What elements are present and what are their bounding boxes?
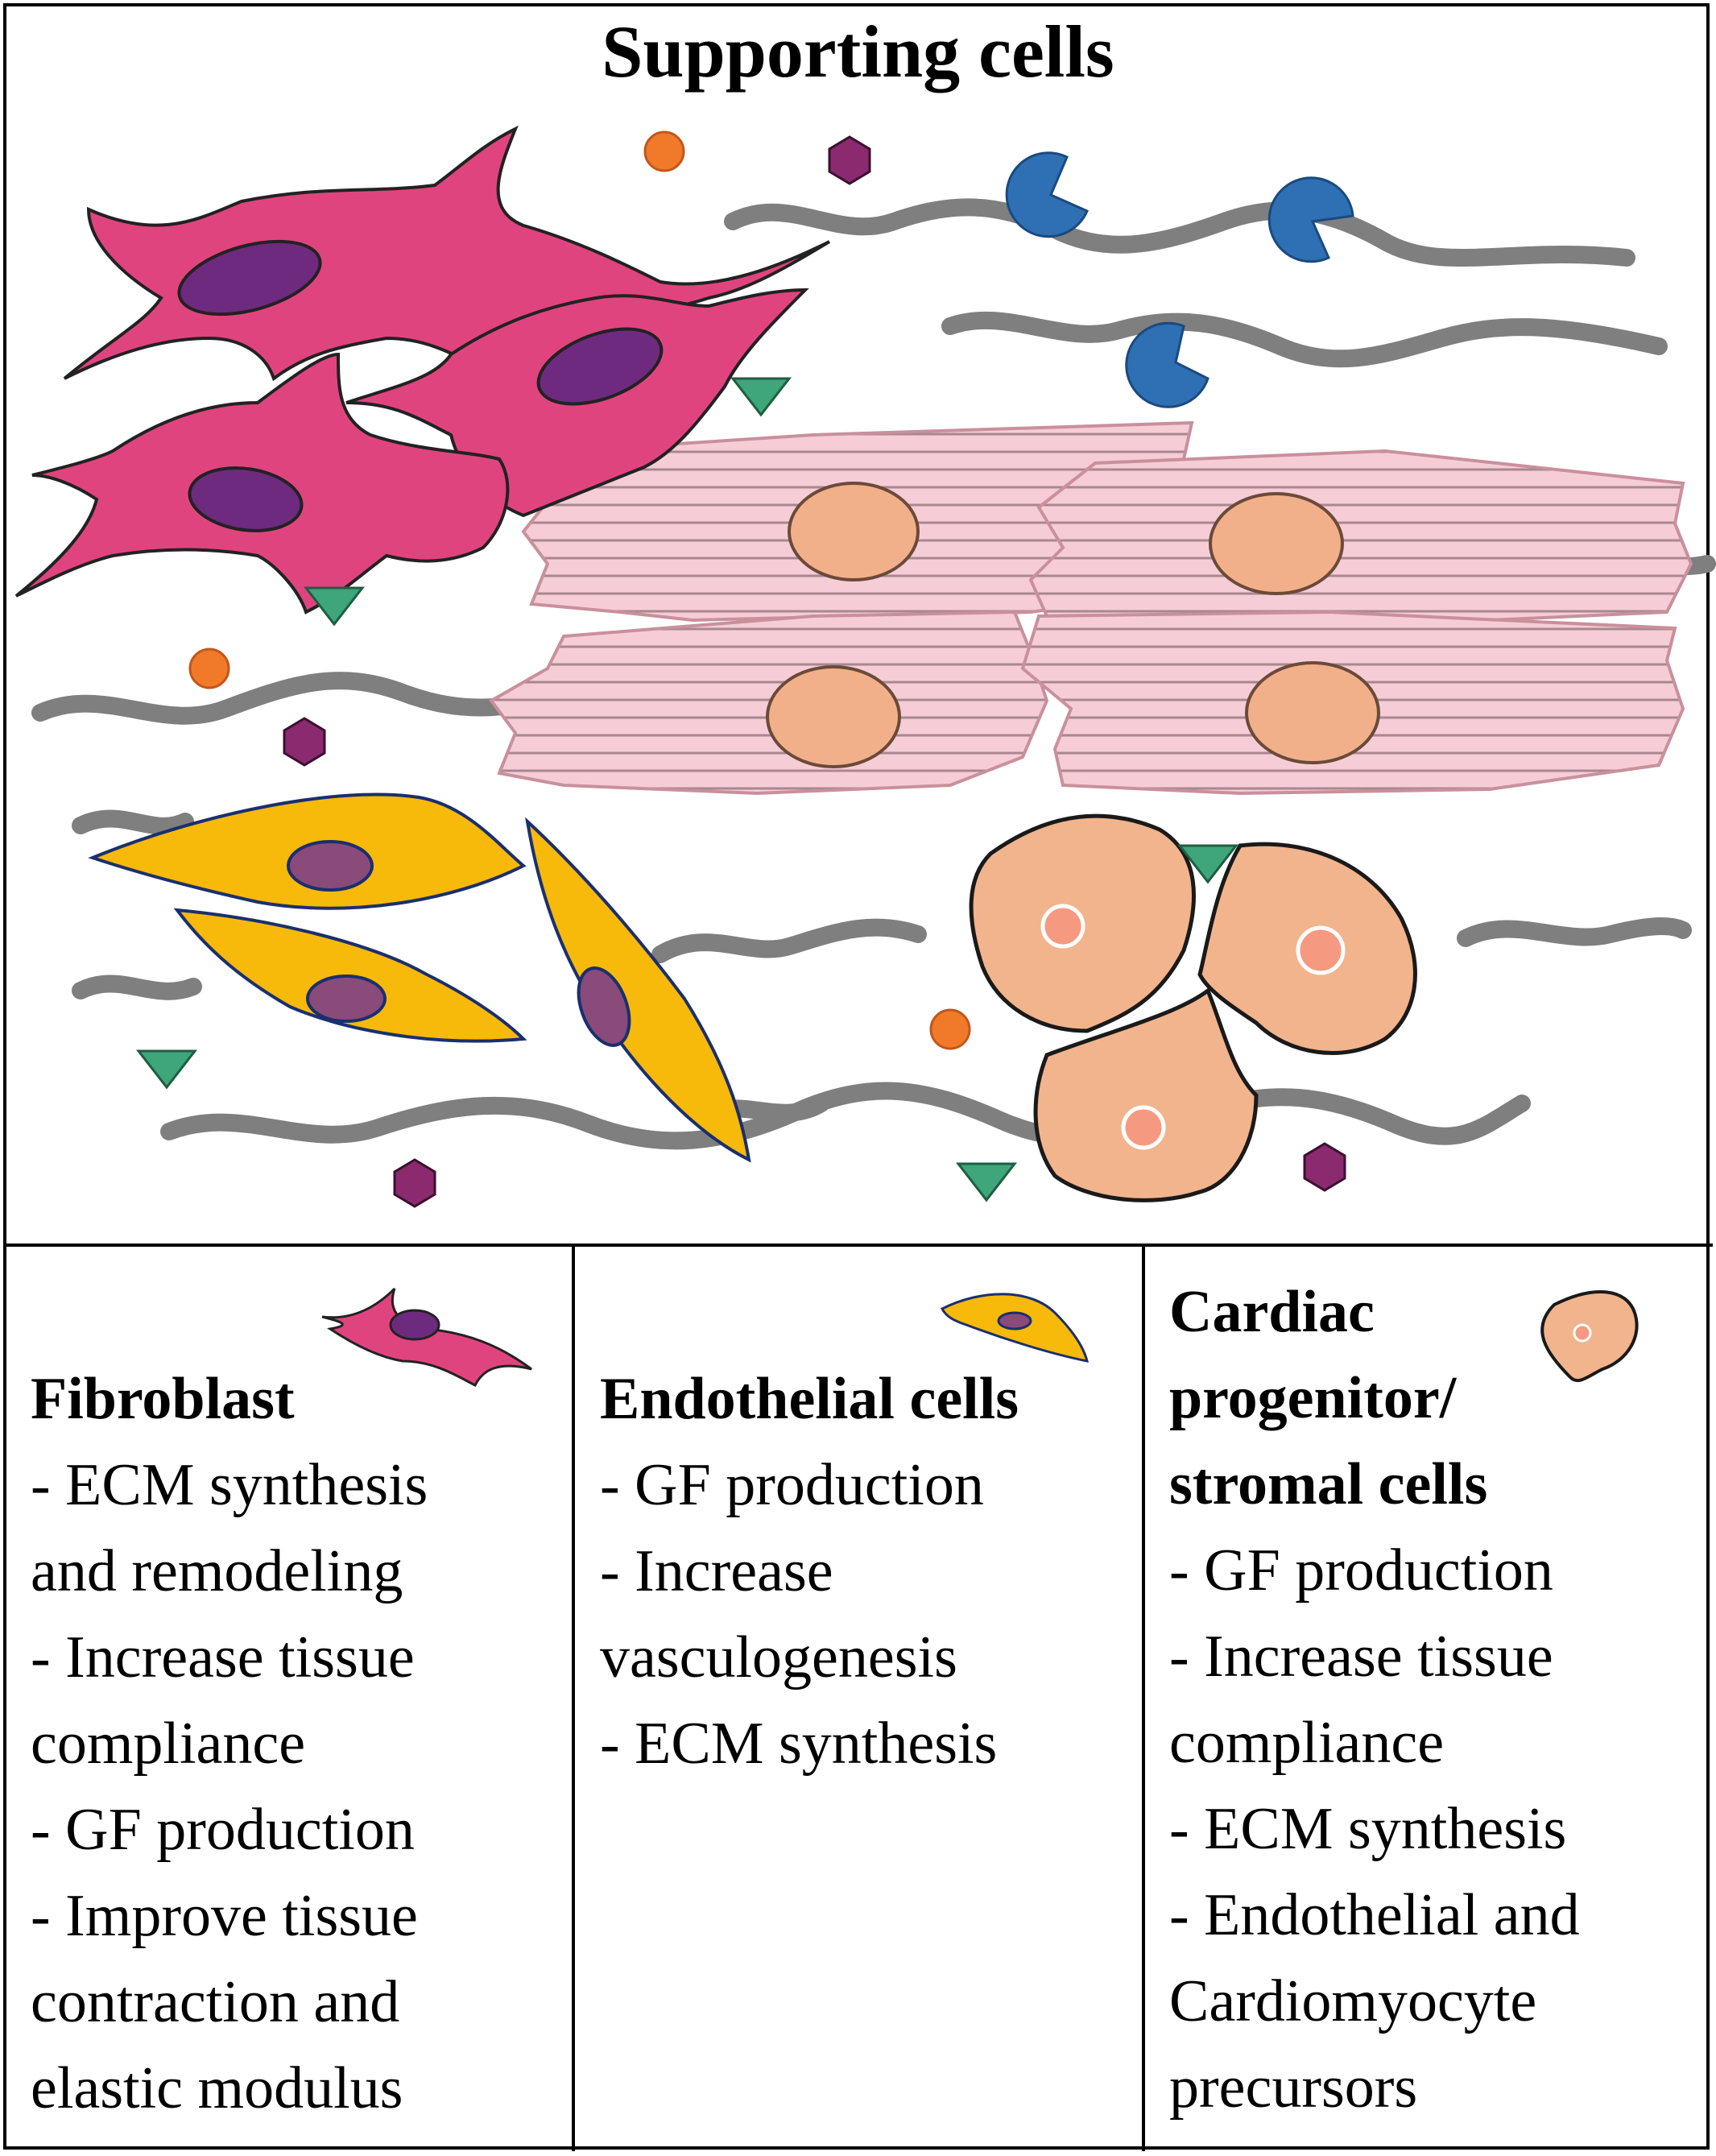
fibroblast-line: elastic modulus bbox=[31, 2055, 403, 2121]
progenitor-line: compliance bbox=[1169, 1710, 1445, 1776]
blue-growth-factor bbox=[1005, 151, 1089, 238]
ecm-fiber bbox=[724, 198, 1635, 267]
purple-molecule bbox=[283, 717, 326, 767]
table-top-border bbox=[3, 1244, 1713, 1247]
progenitor-heading: Cardiac bbox=[1169, 1279, 1375, 1345]
progenitor-heading: progenitor/ bbox=[1169, 1365, 1457, 1431]
fibroblast-line: and remodeling bbox=[31, 1538, 403, 1604]
endothelial-nucleus bbox=[577, 966, 631, 1047]
fibroblast-line: - GF production bbox=[31, 1797, 415, 1863]
cardiomyocyte-nucleus bbox=[766, 665, 901, 768]
endothelial-nucleus bbox=[306, 975, 387, 1023]
fibroblast-line: - Improve tissue bbox=[31, 1883, 418, 1949]
ecm-fiber bbox=[72, 975, 202, 1000]
column-divider bbox=[572, 1245, 575, 2151]
progenitor-line: precursors bbox=[1169, 2055, 1418, 2121]
green-triangle bbox=[135, 1049, 198, 1090]
endothelial-line: - GF production bbox=[600, 1452, 984, 1518]
cardiomyocyte-cluster bbox=[489, 420, 1693, 796]
ecm-fiber bbox=[72, 809, 194, 835]
fibroblast-line: - ECM synthesis bbox=[31, 1452, 428, 1518]
endothelial-cell-icon bbox=[940, 1293, 1090, 1363]
progenitor-line: - Endothelial and bbox=[1169, 1882, 1580, 1948]
orange-molecule bbox=[188, 648, 230, 689]
endothelial-line: vasculogenesis bbox=[600, 1624, 957, 1690]
green-triangle bbox=[955, 1162, 1018, 1202]
cardiomyocyte-cell bbox=[1028, 449, 1693, 622]
cardiomyocyte-nucleus bbox=[788, 482, 920, 581]
fibroblast-line: compliance bbox=[31, 1711, 306, 1777]
blue-growth-factor bbox=[1267, 176, 1354, 263]
ecm-fiber bbox=[31, 672, 589, 725]
endothelial-cell bbox=[525, 817, 751, 1163]
progenitor-nucleus bbox=[1040, 904, 1085, 949]
fibroblast-cluster bbox=[14, 125, 831, 615]
signaling-molecules bbox=[135, 130, 1354, 1208]
endothelial-nucleus bbox=[287, 840, 374, 892]
ecm-fiber bbox=[941, 311, 1668, 368]
purple-molecule bbox=[1303, 1142, 1346, 1192]
progenitor-column: Cardiac progenitor/ stromal cells - GF p… bbox=[1169, 1269, 1709, 2131]
progenitor-line: - Increase tissue bbox=[1169, 1624, 1553, 1690]
figure-title: Supporting cells bbox=[602, 10, 1114, 93]
progenitor-line: - GF production bbox=[1169, 1537, 1553, 1604]
fibroblast-nucleus bbox=[188, 466, 304, 532]
purple-molecule bbox=[393, 1158, 436, 1208]
fibroblast-heading: Fibroblast bbox=[31, 1366, 295, 1432]
green-triangle bbox=[730, 377, 792, 417]
progenitor-line: - ECM synthesis bbox=[1169, 1796, 1567, 1862]
cardiomyocyte-nucleus bbox=[1245, 661, 1380, 764]
green-triangle bbox=[303, 586, 366, 627]
green-triangle bbox=[1176, 844, 1239, 884]
fibroblast-line: - Increase tissue bbox=[31, 1624, 415, 1690]
fibroblast-column: Fibroblast - ECM synthesis and remodelin… bbox=[31, 1356, 562, 2132]
progenitor-cell bbox=[1033, 987, 1259, 1202]
progenitor-cell-icon bbox=[1540, 1290, 1639, 1383]
ecm-fiber bbox=[1457, 917, 1692, 947]
endothelial-line: - ECM synthesis bbox=[600, 1711, 998, 1777]
fibroblast-cell-icon bbox=[321, 1287, 532, 1388]
progenitor-line: Cardiomyocyte bbox=[1169, 1968, 1537, 2034]
endothelial-column: Endothelial cells - GF production - Incr… bbox=[600, 1356, 1131, 1787]
blue-growth-factor bbox=[1125, 321, 1209, 408]
progenitor-nucleus bbox=[1121, 1105, 1166, 1150]
cardiomyocyte-nucleus bbox=[1209, 492, 1344, 595]
fibroblast-nucleus bbox=[177, 239, 322, 317]
orange-molecule bbox=[929, 1008, 971, 1050]
endothelial-cluster bbox=[88, 792, 751, 1163]
purple-molecule bbox=[828, 135, 871, 185]
ecm-fiber bbox=[160, 1082, 1531, 1150]
ecm-fibers bbox=[31, 198, 1716, 1150]
column-divider bbox=[1142, 1245, 1145, 2151]
endothelial-line: - Increase bbox=[600, 1538, 833, 1604]
progenitor-cluster bbox=[969, 813, 1417, 1202]
orange-molecule bbox=[643, 130, 685, 172]
progenitor-heading: stromal cells bbox=[1169, 1451, 1488, 1517]
fibroblast-line: contraction and bbox=[31, 1969, 400, 2035]
endothelial-heading: Endothelial cells bbox=[600, 1366, 1019, 1432]
progenitor-nucleus bbox=[1296, 925, 1346, 975]
fibroblast-nucleus bbox=[536, 327, 664, 406]
ecm-fiber bbox=[651, 918, 927, 963]
